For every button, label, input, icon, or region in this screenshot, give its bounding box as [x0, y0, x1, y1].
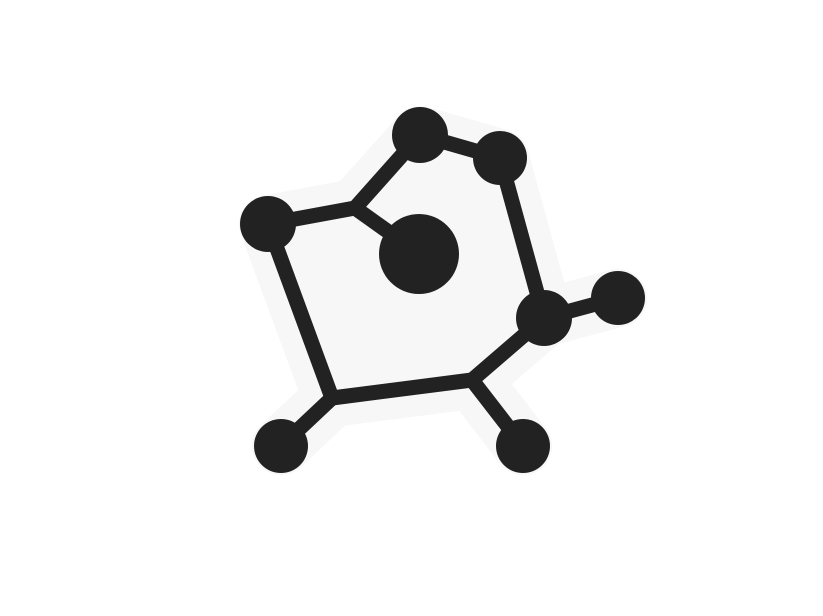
atom-node	[254, 419, 308, 473]
atom-nodes	[240, 107, 645, 473]
atom-node	[516, 290, 572, 346]
atom-node	[240, 196, 296, 252]
bond-line	[260, 216, 340, 406]
atom-node	[473, 131, 527, 185]
atom-node	[496, 419, 550, 473]
bond-line	[324, 372, 480, 406]
atom-node	[392, 107, 448, 163]
atom-node	[591, 271, 645, 325]
atom-node-large	[379, 214, 459, 294]
